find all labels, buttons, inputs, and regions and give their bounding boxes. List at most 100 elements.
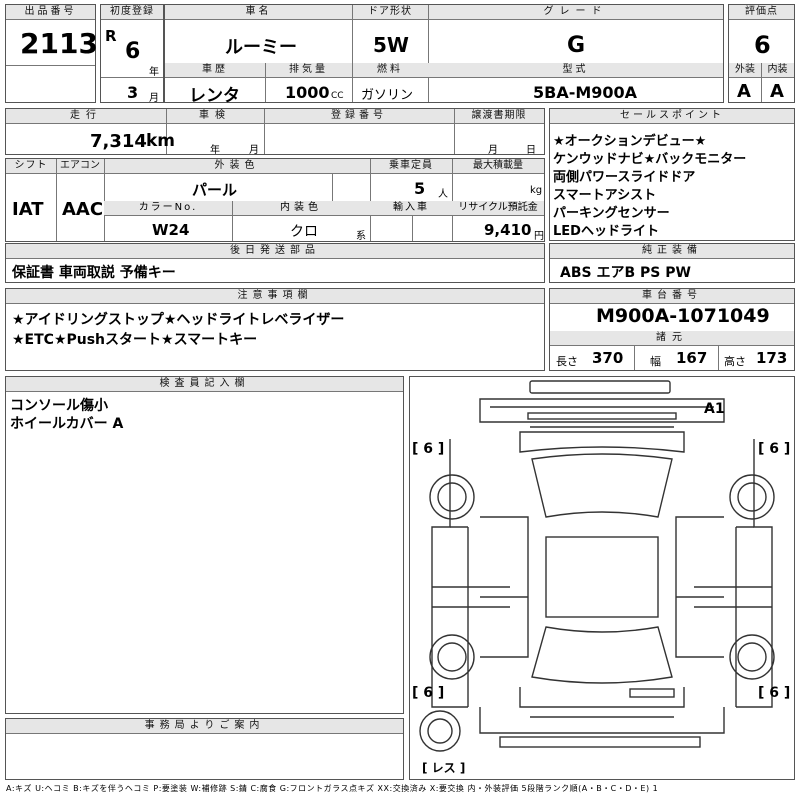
model-label: 型式 [428,63,723,78]
tire-score-front-right: [ 6 ] [758,441,791,457]
recycle-label: リサイクル預託金 [452,201,544,215]
first-reg-label: 初度登録 [101,5,163,20]
lot-no-label: 出品番号 [6,5,95,20]
transfer-label: 譲渡書期限 [454,109,544,124]
score-value: 6 [754,31,771,59]
shift-label: シフト [6,159,56,174]
inspector-box: 検査員記入欄 コンソール傷小 ホイールカバー A [5,376,404,714]
car-name-label: 車名 [165,5,352,20]
fuel-label: 燃料 [352,63,428,78]
history-label: 車歴 [165,63,265,78]
inspector-label: 検査員記入欄 [6,377,403,392]
persons-unit: 人 [438,189,448,200]
inspection-month-unit: 月 [249,145,259,156]
office-box: 事務局よりご案内 [5,718,404,780]
mileage-box: 走行 車検 登録番号 譲渡書期限 7,314 km 年 月 月 日 [5,108,545,156]
sales-points-label: セールスポイント [550,109,794,124]
tire-score-rear-left: [ 6 ] [412,685,445,701]
color-no-value: W24 [152,221,190,239]
tire-score-rear-right: [ 6 ] [758,685,791,701]
door-label: ドア形状 [352,5,428,20]
chassis-value: M900A-1071049 [596,305,770,327]
tire-score-front-left: [ 6 ] [412,441,445,457]
office-label: 事務局よりご案内 [6,719,403,734]
later-items-value: 保証書 車両取説 予備キー [12,265,176,281]
sales-point-item: 両側パワースライドドア [553,170,696,185]
mileage-value: 7,314 [90,131,147,152]
shift-value: IAT [12,199,44,220]
int-color-label: 内装色 [232,201,370,215]
grade-label: グレード [428,5,723,20]
lot-no-box: 出品番号 2113 [5,4,98,103]
history-value: レンタ [189,86,240,106]
chassis-box: 車台番号 M900A-1071049 諸元 長さ 370 幅 167 高さ 17… [549,288,795,371]
height-label: 高さ [724,355,746,368]
first-reg-box: 初度登録 R 6 年 3 月 [100,4,164,104]
damage-mark-a1: A1 [704,401,725,417]
aircon-value: AAC [62,199,104,220]
sales-point-item: スマートアシスト [553,188,657,203]
cc-unit: CC [331,91,344,101]
door-value: 5W [373,33,409,57]
ext-color-label: 外装色 [104,159,370,174]
import-label: 輸入車 [370,201,452,215]
recycle-value: 9,410 [484,221,532,239]
height-value: 173 [756,349,788,367]
length-label: 長さ [556,355,578,368]
month-unit: 月 [149,93,159,104]
transfer-month-unit: 月 [488,145,498,156]
exterior-label: 外装 [729,63,761,78]
width-label: 幅 [650,355,661,368]
inspection-year-unit: 年 [210,145,220,156]
car-body-diagram [419,380,775,752]
car-info-box: 車名 ドア形状 グレード ルーミー 5W G 車歴 排気量 燃料 型式 レンタ … [164,4,724,106]
lot-no-value: 2113 [20,27,98,60]
equipment-label: 純正装備 [550,244,794,259]
score-label: 評価点 [729,5,794,20]
caution-box: 注意事項欄 ★アイドリングストップ★ヘッドライトレベライザー ★ETC★Push… [5,288,545,371]
inspector-note: コンソール傷小 [10,398,108,414]
later-items-label: 後日発送部品 [6,244,544,259]
transfer-day-unit: 日 [526,145,536,156]
interior-score: A [770,81,784,102]
kg-unit: kg [530,185,543,196]
fuel-value: ガソリン [361,88,414,103]
legend-note: A:キズ U:ヘコミ B:キズを伴うヘコミ P:要塗装 W:補修跡 S:錆 C:… [6,784,659,793]
displacement-label: 排気量 [265,63,352,78]
first-reg-month: 3 [127,83,139,102]
inspection-label: 車検 [166,109,264,124]
sales-point-item: ケンウッドナビ★バックモニター [553,152,747,167]
score-box: 評価点 6 外装 内装 A A [728,4,795,103]
spare-tire-label: [ レス ] [422,761,466,775]
capacity-label: 乗車定員 [370,159,452,174]
aircon-label: エアコン [56,159,104,174]
width-value: 167 [676,349,708,367]
color-no-label: カラーNo. [104,201,232,215]
capacity-value: 5 [414,179,426,198]
sales-points-box: セールスポイント ★オークションデビュー★ ケンウッドナビ★バックモニター 両側… [549,108,795,241]
grade-value: G [567,33,586,58]
sales-point-item: パーキングセンサー [553,206,670,221]
first-reg-year: 6 [125,39,141,64]
specs-label: 諸元 [550,331,794,346]
equipment-value: ABS エアB PS PW [560,265,691,281]
vehicle-diagram: A1 [ 6 ] [ 6 ] [ 6 ] [ 6 ] [ レス ] [409,376,795,780]
inspector-note: ホイールカバー A [10,416,124,432]
spec-box: シフト エアコン 外装色 乗車定員 最大積載量 IAT AAC パール 5 人 … [5,158,545,242]
max-load-label: 最大積載量 [452,159,544,174]
displacement-value: 1000 [285,83,330,102]
yen-unit: 円 [534,231,544,242]
model-value: 5BA-M900A [533,83,638,102]
equipment-box: 純正装備 ABS エアB PS PW [549,243,795,283]
ext-color-value: パール [192,181,238,199]
int-color-value: クロ [290,224,318,240]
km-unit: km [146,131,176,151]
caution-line: ★アイドリングストップ★ヘッドライトレベライザー [12,312,345,328]
chassis-label: 車台番号 [550,289,794,304]
later-items-box: 後日発送部品 保証書 車両取説 予備キー [5,243,545,283]
kei-unit: 系 [356,231,366,242]
year-unit: 年 [149,67,159,78]
length-value: 370 [592,349,624,367]
caution-label: 注意事項欄 [6,289,544,304]
sales-point-item: ★オークションデビュー★ [553,134,707,149]
